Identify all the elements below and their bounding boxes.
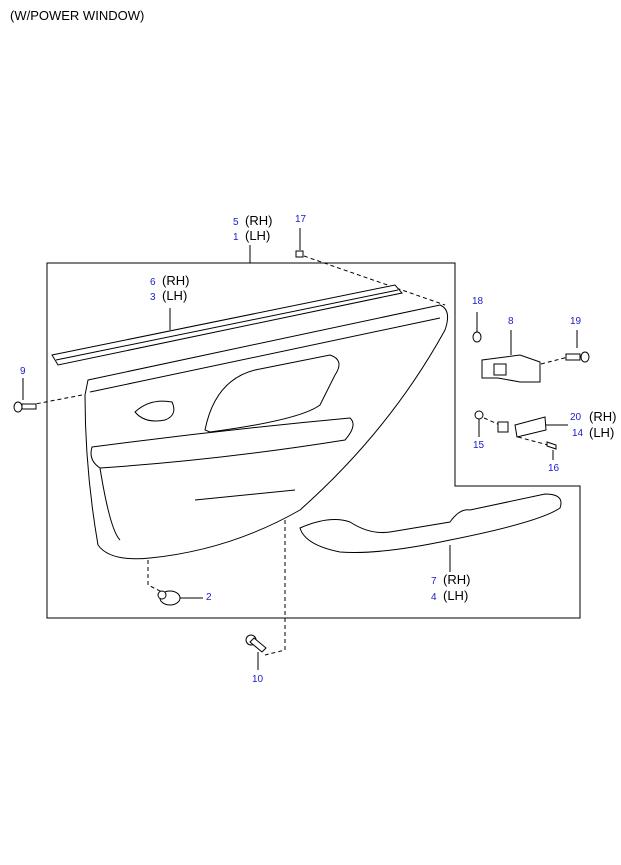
callout-16: 16 [548, 463, 560, 474]
callout-15: 15 [473, 440, 485, 451]
side-label: (RH) [443, 572, 470, 587]
part-number: 20 [570, 412, 582, 423]
side-label: (LH) [589, 425, 614, 440]
bracket-20-14-icon [474, 410, 568, 460]
weatherstrip-icon [51, 284, 403, 366]
callout-18: 18 [472, 296, 484, 307]
part-number: 3 [150, 292, 156, 303]
armrest-icon [299, 493, 562, 572]
assembly-frame [46, 262, 581, 619]
callout-17: 17 [295, 214, 307, 225]
callout-10: 10 [252, 674, 264, 685]
side-label: (RH) [245, 213, 272, 228]
callout-8: 8 [508, 316, 514, 327]
bracket-8-icon [481, 330, 569, 383]
part-number: 5 [233, 217, 239, 228]
clip-17-icon [295, 228, 446, 306]
part-number: 7 [431, 576, 437, 587]
screw-19-icon [565, 330, 590, 363]
side-label: (RH) [162, 273, 189, 288]
screw-9-icon [13, 378, 37, 413]
screw-10-icon [245, 634, 267, 670]
part-number: 14 [572, 428, 584, 439]
callout-9: 9 [20, 366, 26, 377]
side-label: (LH) [443, 588, 468, 603]
push-pin-2-icon [157, 590, 203, 606]
callout-door-trim-panel: 5 (RH) 1 (LH) [233, 213, 272, 243]
side-label: (LH) [245, 228, 270, 243]
door-trim-panel-icon [29, 304, 449, 656]
part-number: 6 [150, 277, 156, 288]
callout-bracket: 20 (RH) 14 (LH) [570, 409, 616, 440]
part-number: 1 [233, 232, 239, 243]
callout-19: 19 [570, 316, 582, 327]
grommet-18-icon [472, 312, 482, 343]
callout-armrest: 7 (RH) 4 (LH) [431, 572, 470, 603]
diagram-title: (W/POWER WINDOW) [10, 8, 144, 23]
callout-2: 2 [206, 592, 212, 603]
callout-weatherstrip: 6 (RH) 3 (LH) [150, 273, 189, 303]
part-number: 4 [431, 592, 437, 603]
side-label: (LH) [162, 288, 187, 303]
side-label: (RH) [589, 409, 616, 424]
